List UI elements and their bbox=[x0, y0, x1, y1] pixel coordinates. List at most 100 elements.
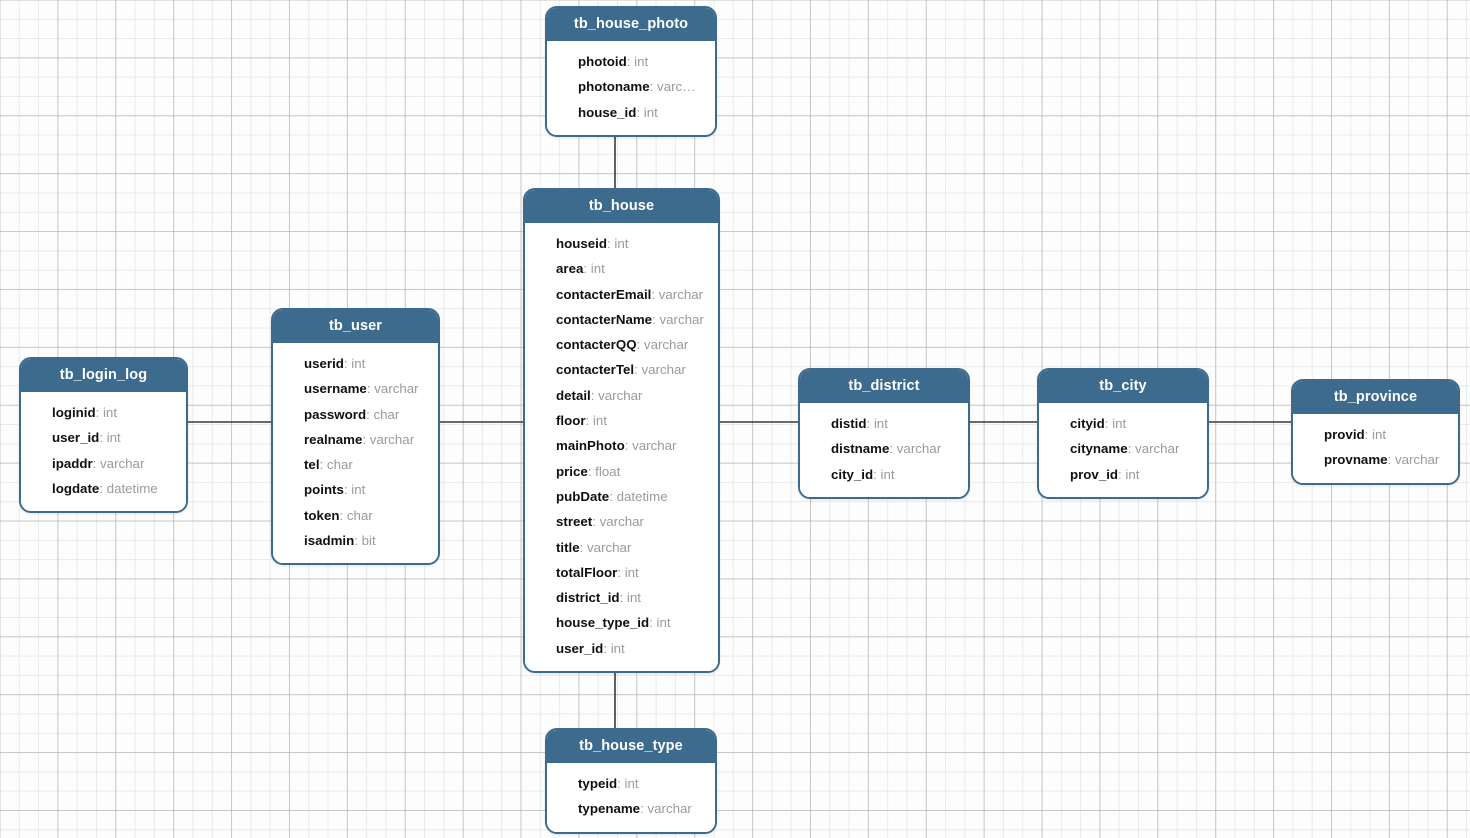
field-name: house_type_id bbox=[556, 615, 650, 631]
entity-title-tb_house_photo: tb_house_photo bbox=[547, 8, 715, 41]
field-type: : int bbox=[343, 356, 366, 371]
field-type: : int bbox=[1118, 466, 1140, 482]
field-type: : char bbox=[319, 457, 353, 473]
field-name: username bbox=[304, 381, 367, 397]
entity-field: user_id: int bbox=[21, 425, 186, 450]
entity-field: cityid: int bbox=[1039, 411, 1207, 436]
entity-field: floor: int bbox=[525, 408, 718, 433]
field-name: cityname bbox=[1070, 441, 1128, 457]
entity-field: points: int bbox=[273, 477, 438, 502]
field-type: : int bbox=[1364, 427, 1387, 442]
entity-title-tb_district: tb_district bbox=[800, 370, 968, 403]
field-name: photoname bbox=[578, 79, 650, 95]
field-type: : char bbox=[339, 507, 373, 523]
field-name: tel bbox=[304, 457, 320, 473]
entity-field: contacterEmail: varchar bbox=[525, 282, 718, 307]
field-type: : int bbox=[603, 640, 625, 656]
field-name: contacterEmail bbox=[556, 286, 652, 302]
field-name: houseid bbox=[556, 236, 607, 251]
entity-field: district_id: int bbox=[525, 585, 718, 610]
field-name: provname bbox=[1324, 452, 1388, 468]
entity-field: photoname: varc… bbox=[547, 74, 715, 99]
field-type: : varc… bbox=[649, 79, 696, 95]
field-name: points bbox=[304, 482, 344, 498]
field-type: : varchar bbox=[889, 441, 942, 457]
entity-title-tb_city: tb_city bbox=[1039, 370, 1207, 403]
field-name: contacterName bbox=[556, 311, 653, 327]
entity-field: detail: varchar bbox=[525, 383, 718, 408]
field-type: : varchar bbox=[366, 381, 419, 397]
entity-field: city_id: int bbox=[800, 462, 968, 487]
field-name: contacterQQ bbox=[556, 337, 637, 353]
field-type: : varchar bbox=[624, 438, 677, 454]
field-type: : varchar bbox=[92, 455, 145, 471]
field-type: : int bbox=[866, 416, 888, 431]
entity-title-tb_house_type: tb_house_type bbox=[547, 730, 715, 763]
field-type: : int bbox=[617, 564, 639, 580]
field-name: user_id bbox=[556, 640, 604, 656]
entity-field: provname: varchar bbox=[1293, 447, 1458, 472]
entity-field: typename: varchar bbox=[547, 796, 715, 821]
field-name: prov_id bbox=[1070, 466, 1119, 482]
field-type: : varchar bbox=[634, 362, 686, 378]
field-type: : int bbox=[649, 615, 671, 631]
field-name: mainPhoto bbox=[556, 438, 625, 454]
field-type: : int bbox=[636, 104, 658, 120]
entity-title-tb_user: tb_user bbox=[273, 310, 438, 343]
field-type: : varchar bbox=[592, 514, 644, 530]
field-type: : datetime bbox=[99, 480, 158, 496]
field-name: realname bbox=[304, 431, 363, 447]
field-type: : varchar bbox=[579, 539, 632, 555]
entity-field: area: int bbox=[525, 256, 718, 281]
field-type: : int bbox=[626, 54, 649, 69]
field-name: typeid bbox=[578, 776, 618, 791]
entity-field: tel: char bbox=[273, 452, 438, 477]
field-name: street bbox=[556, 514, 593, 530]
field-name: price bbox=[556, 463, 588, 479]
entity-field: cityname: varchar bbox=[1039, 436, 1207, 461]
field-name: photoid bbox=[578, 54, 627, 69]
entity-field: distid: int bbox=[800, 411, 968, 436]
field-name: detail bbox=[556, 387, 591, 403]
field-name: area bbox=[556, 261, 584, 277]
field-name: district_id bbox=[556, 590, 620, 606]
field-name: contacterTel bbox=[556, 362, 635, 378]
field-name: city_id bbox=[831, 466, 874, 482]
entity-field: realname: varchar bbox=[273, 427, 438, 452]
entity-title-tb_province: tb_province bbox=[1293, 381, 1458, 414]
field-type: : float bbox=[587, 463, 621, 479]
field-name: provid bbox=[1324, 427, 1365, 442]
entity-fields-tb_house_type: typeid: int typename: varchar bbox=[547, 763, 715, 832]
entity-field: provid: int bbox=[1293, 422, 1458, 447]
field-name: floor bbox=[556, 413, 586, 429]
field-type: : int bbox=[606, 236, 629, 251]
field-type: : varchar bbox=[640, 801, 692, 817]
entity-field: prov_id: int bbox=[1039, 462, 1207, 487]
entity-field: isadmin: bit bbox=[273, 528, 438, 553]
entity-field: contacterQQ: varchar bbox=[525, 332, 718, 357]
field-type: : varchar bbox=[636, 337, 689, 353]
field-name: token bbox=[304, 507, 340, 523]
entity-tb_house_type[interactable]: tb_house_type typeid: int typename: varch… bbox=[545, 728, 717, 834]
entity-field: loginid: int bbox=[21, 400, 186, 425]
field-type: : int bbox=[99, 430, 121, 446]
entity-field: contacterTel: varchar bbox=[525, 357, 718, 382]
field-type: : int bbox=[617, 776, 639, 791]
field-name: typename bbox=[578, 801, 641, 817]
field-type: : datetime bbox=[609, 488, 668, 504]
entity-field: totalFloor: int bbox=[525, 560, 718, 585]
entity-field: token: char bbox=[273, 503, 438, 528]
